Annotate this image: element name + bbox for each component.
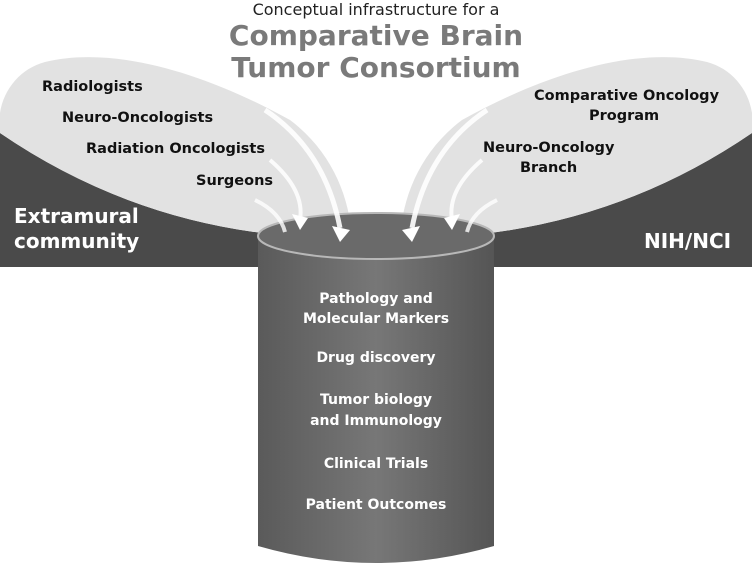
cylinder-item-pathology-line2: Molecular Markers (302, 311, 450, 327)
right-arrow-2-head (444, 214, 460, 230)
cylinder-item-tumor-biology-line2: and Immunology (310, 413, 442, 429)
right-cone (400, 57, 752, 240)
member-radiologists: Radiologists (42, 79, 143, 95)
member-comparative-oncology-line1: Comparative Oncology (534, 88, 720, 104)
diagram-title-line2: Tumor Consortium (231, 51, 521, 84)
left-arrow-1 (263, 107, 343, 229)
member-surgeons: Surgeons (196, 173, 274, 189)
group-label-extramural-line2: community (14, 229, 140, 253)
member-neuro-oncology-branch-line2: Branch (520, 160, 578, 176)
group-label-extramural-line1: Extramural (14, 204, 139, 228)
left-arrow-1-head (332, 226, 350, 242)
group-label-nih-nci: NIH/NCI (644, 229, 732, 253)
cylinder-item-pathology-line1: Pathology and (319, 291, 433, 307)
right-arrow-3 (465, 198, 498, 233)
right-dark-band (490, 133, 752, 267)
left-arrow-2-head (292, 214, 308, 230)
diagram-subtitle: Conceptual infrastructure for a (252, 0, 500, 19)
cylinder-item-patient-outcomes: Patient Outcomes (305, 497, 447, 513)
left-arrow-3 (254, 198, 287, 233)
member-radiation-oncologists: Radiation Oncologists (86, 141, 265, 157)
cylinder-top (257, 212, 495, 260)
member-neuro-oncologists: Neuro-Oncologists (62, 110, 214, 126)
left-dark-band (0, 133, 262, 267)
cylinder-item-drug-discovery: Drug discovery (316, 350, 436, 366)
diagram-title-line1: Comparative Brain (228, 19, 524, 52)
cylinder-item-clinical-trials: Clinical Trials (323, 456, 429, 472)
right-arrow-1 (409, 107, 489, 229)
member-neuro-oncology-branch-line1: Neuro-Oncology (483, 140, 615, 156)
right-arrow-1-head (402, 226, 420, 242)
left-arrow-2 (268, 158, 303, 221)
cylinder-body (258, 236, 494, 563)
member-comparative-oncology-line2: Program (589, 108, 660, 124)
left-cone (0, 57, 352, 240)
right-arrow-2 (449, 158, 484, 221)
cylinder-item-tumor-biology-line1: Tumor biology (320, 392, 432, 408)
